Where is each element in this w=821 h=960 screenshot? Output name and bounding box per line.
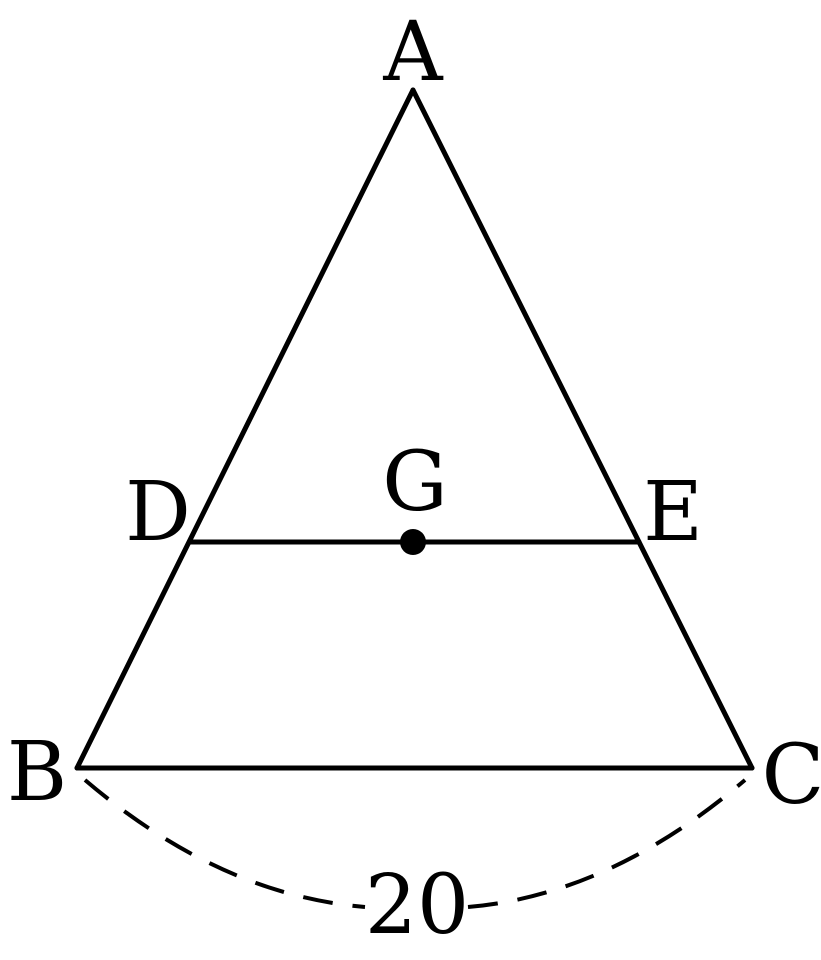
- side-ac: [410, 87, 755, 771]
- label-g: G: [382, 435, 448, 530]
- label-b: B: [7, 725, 67, 820]
- label-c: C: [762, 728, 821, 823]
- dimension-arc-left: [83, 778, 366, 909]
- label-a: A: [382, 5, 444, 100]
- label-e: E: [643, 465, 703, 560]
- label-bc-length: 20: [365, 858, 469, 953]
- side-ab: [74, 87, 416, 771]
- dimension-arc-right: [467, 778, 747, 909]
- label-d: D: [125, 465, 191, 560]
- point-g: [400, 529, 426, 555]
